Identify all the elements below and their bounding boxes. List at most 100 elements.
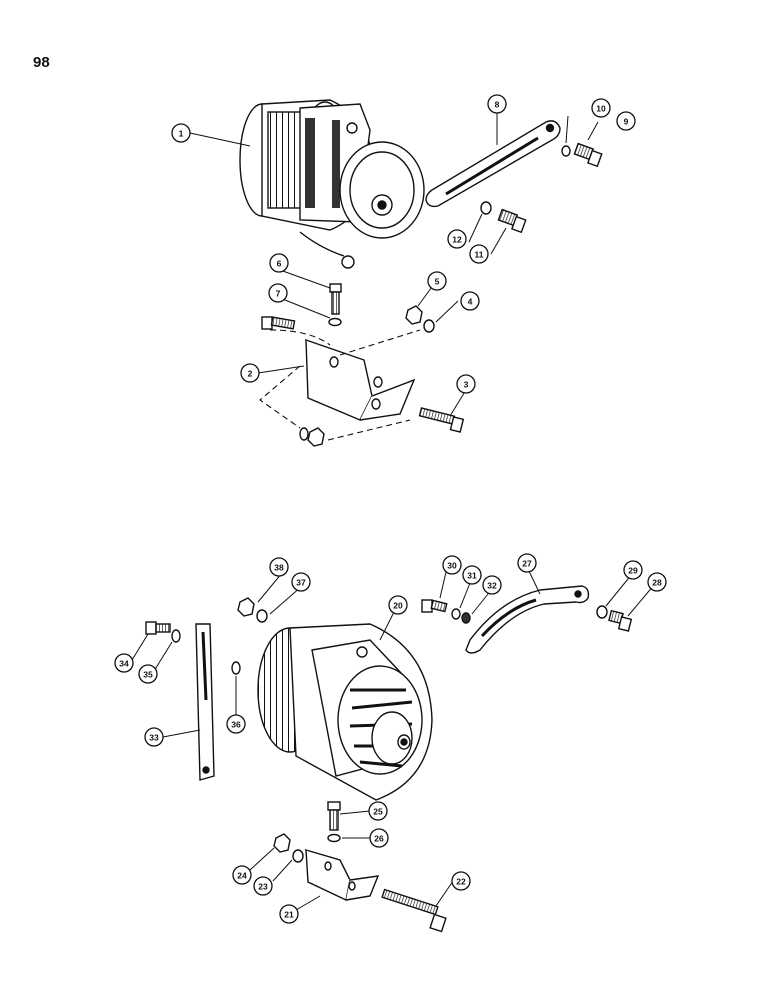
callout-circle xyxy=(462,565,482,585)
washer-lower-upper xyxy=(299,427,309,441)
callout-8: 8 xyxy=(487,94,507,114)
callout-label: 34 xyxy=(119,659,129,669)
callout-circle xyxy=(240,363,260,383)
callout-circle xyxy=(591,98,611,118)
callout-32: 32 xyxy=(482,575,502,595)
callout-33: 33 xyxy=(144,727,164,747)
callout-label: 10 xyxy=(596,104,606,114)
callout-circle xyxy=(447,229,467,249)
callout-12: 12 xyxy=(447,229,467,249)
callout-37: 37 xyxy=(291,572,311,592)
callout-21: 21 xyxy=(279,904,299,924)
callout-label: 2 xyxy=(248,369,253,379)
mounting-bracket-upper xyxy=(305,338,416,421)
callout-circle xyxy=(487,94,507,114)
callout-27: 27 xyxy=(517,553,537,573)
callout-bubbles: 1234567891011122021222324252627282930313… xyxy=(114,94,667,924)
callout-4: 4 xyxy=(460,291,480,311)
callout-circle xyxy=(226,714,246,734)
callout-circle xyxy=(616,111,636,131)
callout-38: 38 xyxy=(269,557,289,577)
mounting-bracket-lower xyxy=(304,848,380,902)
bolt-6 xyxy=(329,283,342,315)
callout-label: 1 xyxy=(179,129,184,139)
callout-11: 11 xyxy=(469,244,489,264)
washer-10 xyxy=(561,145,571,157)
nut-5 xyxy=(405,305,423,325)
callout-circle xyxy=(268,283,288,303)
callout-circle xyxy=(517,553,537,573)
callout-circle xyxy=(253,876,273,896)
callout-circle xyxy=(388,595,408,615)
callout-6: 6 xyxy=(269,253,289,273)
callout-label: 12 xyxy=(452,235,462,245)
callout-26: 26 xyxy=(369,828,389,848)
callout-5: 5 xyxy=(427,271,447,291)
callout-1: 1 xyxy=(171,123,191,143)
lower-assembly xyxy=(145,585,633,933)
callout-circle xyxy=(279,904,299,924)
bolt-9 xyxy=(573,142,603,168)
callout-label: 26 xyxy=(374,834,384,844)
callout-circle xyxy=(291,572,311,592)
callout-label: 38 xyxy=(274,563,284,573)
washer-37 xyxy=(256,609,268,623)
callout-circle xyxy=(427,271,447,291)
washer-23 xyxy=(292,849,304,863)
callout-25: 25 xyxy=(368,801,388,821)
nut-lower-upper xyxy=(307,427,325,447)
callout-10: 10 xyxy=(591,98,611,118)
callout-label: 7 xyxy=(276,289,281,299)
callout-label: 5 xyxy=(435,277,440,287)
washer-29 xyxy=(596,605,608,619)
bolt-28 xyxy=(608,609,633,632)
callout-label: 8 xyxy=(495,100,500,110)
callout-label: 22 xyxy=(456,877,466,887)
callout-label: 6 xyxy=(277,259,282,269)
callout-36: 36 xyxy=(226,714,246,734)
callout-label: 9 xyxy=(624,117,629,127)
callout-circle xyxy=(269,253,289,273)
callout-circle xyxy=(144,727,164,747)
adjusting-strap-upper xyxy=(425,120,561,208)
washer-35 xyxy=(171,629,181,643)
callout-label: 27 xyxy=(522,559,532,569)
callout-3: 3 xyxy=(456,374,476,394)
page-number: 98 xyxy=(33,54,50,71)
adjusting-strap-lower xyxy=(465,585,590,654)
callout-7: 7 xyxy=(268,283,288,303)
callout-label: 24 xyxy=(237,871,247,881)
callout-circle xyxy=(456,374,476,394)
callout-label: 4 xyxy=(468,297,473,307)
bolt-34 xyxy=(145,621,171,635)
callout-30: 30 xyxy=(442,555,462,575)
callout-label: 35 xyxy=(143,670,153,680)
bracket-bolt-upper xyxy=(261,316,296,330)
callout-circle xyxy=(469,244,489,264)
callout-circle xyxy=(114,653,134,673)
callout-label: 37 xyxy=(296,578,306,588)
callout-circle xyxy=(171,123,191,143)
washer-36 xyxy=(231,661,241,675)
callout-label: 36 xyxy=(231,720,241,730)
lockwasher-7 xyxy=(328,317,342,327)
bolt-3 xyxy=(418,407,465,433)
callout-leaders xyxy=(131,112,655,911)
bolt-30 xyxy=(421,599,448,613)
bolt-11 xyxy=(497,208,527,234)
callout-circle xyxy=(442,555,462,575)
callout-circle xyxy=(482,575,502,595)
callout-23: 23 xyxy=(253,876,273,896)
bolt-25 xyxy=(327,801,341,831)
callout-label: 21 xyxy=(284,910,294,920)
callout-circle xyxy=(269,557,289,577)
bolt-22 xyxy=(381,888,447,933)
callout-circle xyxy=(451,871,471,891)
callout-9: 9 xyxy=(616,111,636,131)
alternator-upper xyxy=(239,99,425,269)
callout-circle xyxy=(232,865,252,885)
callout-label: 23 xyxy=(258,882,268,892)
callout-circle xyxy=(647,572,667,592)
callout-label: 20 xyxy=(393,601,403,611)
